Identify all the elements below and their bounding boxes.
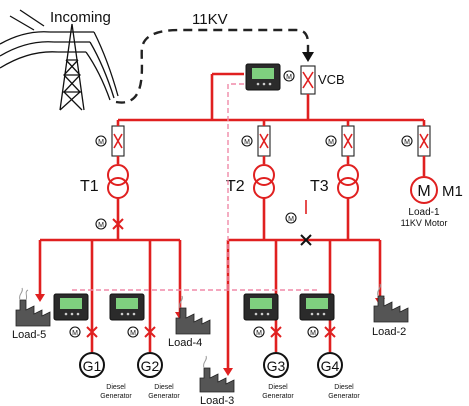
- supply-line: [115, 28, 310, 104]
- feeder-breakers: [111, 125, 431, 157]
- generator-g3-desc-2: Generator: [262, 393, 294, 400]
- load-3-label: Load-3: [200, 395, 234, 406]
- generator-breakers: [86, 326, 336, 338]
- factory-icon-load-2: [373, 283, 409, 323]
- feeder-meter-icons: M M M M: [95, 135, 413, 147]
- svg-text:G1: G1: [83, 358, 102, 374]
- main-controller-panel-icon: [245, 63, 281, 91]
- generator-g1-desc-2: Generator: [100, 393, 132, 400]
- motor-load-label: Load-1: [408, 207, 440, 218]
- svg-text:M: M: [310, 330, 316, 337]
- transformer-t1-label: T1: [80, 178, 99, 195]
- svg-text:M: M: [130, 330, 136, 337]
- generator-g4-desc-2: Generator: [328, 393, 360, 400]
- factory-icon-load-3: [199, 355, 235, 393]
- svg-text:M: M: [72, 330, 78, 337]
- generator-g4-desc-1: Diesel: [334, 384, 354, 391]
- generator-meter-icons: M M M M: [69, 326, 319, 338]
- generator-g2-desc-1: Diesel: [154, 384, 174, 391]
- lv-busbar-a: [38, 210, 182, 330]
- svg-text:G4: G4: [321, 358, 340, 374]
- svg-text:M: M: [244, 139, 250, 146]
- svg-text:M: M: [328, 139, 334, 146]
- transformer-t2: [253, 164, 275, 199]
- load-5-label: Load-5: [12, 329, 46, 341]
- transformer-t3-label: T3: [310, 178, 329, 195]
- svg-text:M: M: [417, 183, 430, 200]
- load-4-label: Load-4: [168, 337, 202, 349]
- svg-text:M: M: [98, 222, 104, 229]
- main-busbar: [118, 94, 424, 122]
- svg-text:M: M: [98, 139, 104, 146]
- generator-g1-desc-1: Diesel: [106, 384, 126, 391]
- motor-description: 11KV Motor: [401, 218, 448, 228]
- generator-controller-g1-icon: [53, 293, 89, 321]
- svg-text:M: M: [404, 139, 410, 146]
- transformer-t1: [107, 164, 129, 199]
- lv-busbar-b: [226, 238, 382, 372]
- svg-text:M: M: [286, 74, 292, 81]
- supply-arrow-icon: [302, 52, 314, 62]
- generator-g2-desc-2: Generator: [148, 393, 180, 400]
- svg-text:G2: G2: [141, 358, 160, 374]
- generator-g3-desc-1: Diesel: [268, 384, 288, 391]
- generator-g3: G3: [263, 352, 289, 378]
- load-2-label: Load-2: [372, 326, 406, 338]
- generator-controller-g3-icon: [243, 293, 279, 321]
- generator-g2: G2: [137, 352, 163, 378]
- vcb-label: VCB: [318, 72, 345, 87]
- motor-m1: M: [410, 176, 438, 204]
- control-link-main: [72, 83, 318, 291]
- motor-name: M1: [442, 183, 463, 200]
- transmission-tower-icon: [0, 9, 119, 111]
- transformer-t3: [337, 164, 359, 199]
- generator-controller-g2-icon: [109, 293, 145, 321]
- meter-icon: M: [283, 70, 295, 82]
- generator-g4: G4: [317, 352, 343, 378]
- incoming-label: Incoming: [50, 9, 111, 26]
- factory-icon-load-5: [15, 287, 51, 327]
- bus-coupler-breaker: M: [285, 200, 312, 246]
- factory-icon-load-4: [175, 295, 211, 335]
- generator-g1: G1: [79, 352, 105, 378]
- svg-text:G3: G3: [267, 358, 286, 374]
- supply-label: 11KV: [192, 11, 228, 28]
- transformer-t2-label: T2: [226, 178, 245, 195]
- svg-text:M: M: [288, 216, 294, 223]
- generator-controller-g4-icon: [299, 293, 335, 321]
- svg-text:M: M: [256, 330, 262, 337]
